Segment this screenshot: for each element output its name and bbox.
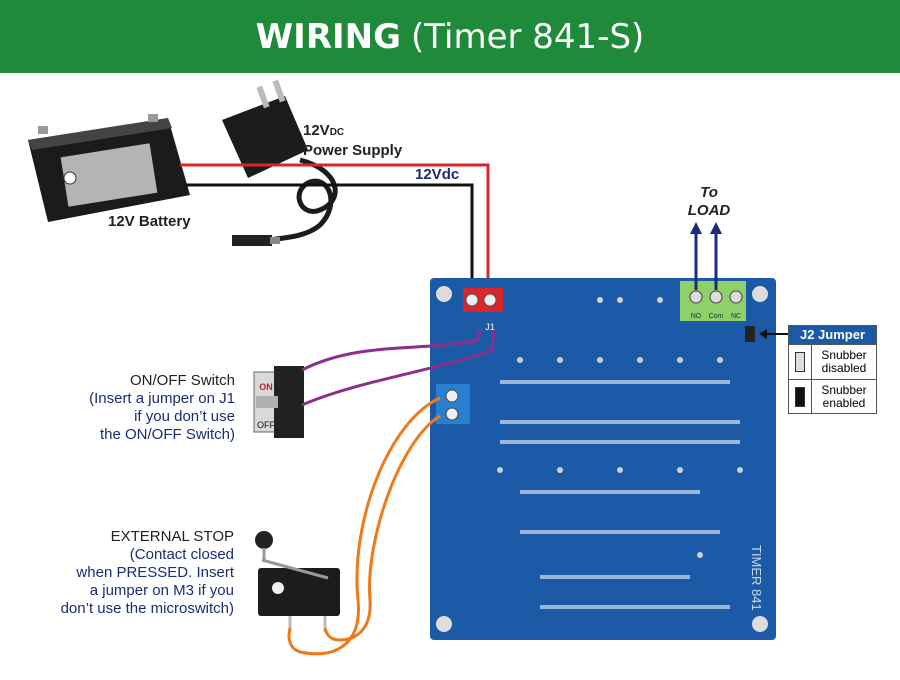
onoff-line1: (Insert a jumper on J1 [89, 390, 235, 407]
stop-line2: when PRESSED. Insert [76, 564, 234, 581]
j2-title: J2 Jumper [789, 326, 876, 344]
terminal-no: NO [691, 313, 702, 320]
jumper-open-icon [789, 345, 812, 379]
j2-jumper-panel: J2 Jumper Snubber disabled Snubber enabl… [788, 325, 877, 414]
j2-row1-text: Snubber disabled [821, 348, 867, 375]
onoff-line3: the ON/OFF Switch) [99, 426, 235, 443]
page-title: WIRING (Timer 841-S) [0, 0, 900, 73]
jumper-closed-icon [789, 380, 812, 414]
stop-line4: don’t use the microswitch) [60, 600, 234, 617]
j1-label: J1 [485, 322, 495, 332]
switch-off-text: OFF [257, 420, 275, 430]
j2-row-disabled: Snubber disabled [789, 344, 876, 379]
load-word: LOAD [687, 202, 731, 219]
psu-label: 12VDC Power Supply [303, 122, 402, 160]
title-rest: (Timer 841-S) [411, 16, 645, 57]
stop-line3: a jumper on M3 if you [89, 582, 234, 599]
j2-row2-text: Snubber enabled [821, 383, 867, 410]
board-side-text: TIMER 841 [749, 545, 764, 611]
to-label: To [700, 184, 718, 201]
onoff-title: ON/OFF Switch [129, 372, 235, 389]
j2-row-enabled: Snubber enabled [789, 379, 876, 414]
battery-label: 12V Battery [108, 213, 191, 230]
battery [28, 114, 190, 222]
supply-wire-label: 12Vdc [415, 166, 460, 183]
microswitch [255, 531, 340, 632]
switch-on-text: ON [259, 382, 273, 392]
psu-line2: Power Supply [303, 142, 403, 159]
onoff-label: ON/OFF Switch (Insert a jumper on J1 if … [30, 372, 235, 444]
psu-line1: 12V [303, 122, 330, 139]
psu-sub: DC [329, 127, 345, 138]
power-supply [222, 79, 338, 246]
supply-wires [180, 163, 490, 290]
wiring-diagram: J1 NO Com NC TIMER 841 ON OFF [28, 79, 788, 656]
load-label: To LOAD [684, 184, 734, 220]
load-arrows [690, 222, 722, 290]
stop-title: EXTERNAL STOP [110, 528, 234, 545]
onoff-line2: if you don’t use [134, 408, 235, 425]
j2-arrow [759, 329, 788, 339]
stop-line1: (Contact closed [129, 546, 234, 563]
title-bold: WIRING [255, 16, 402, 57]
onoff-switch: ON OFF [253, 366, 304, 438]
switch-wires [301, 329, 496, 407]
terminal-nc: NC [731, 313, 741, 320]
terminal-com: Com [709, 313, 724, 320]
stop-label: EXTERNAL STOP (Contact closed when PRESS… [20, 528, 234, 618]
stop-wires [287, 396, 441, 656]
pcb-board: J1 NO Com NC TIMER 841 [430, 278, 776, 640]
